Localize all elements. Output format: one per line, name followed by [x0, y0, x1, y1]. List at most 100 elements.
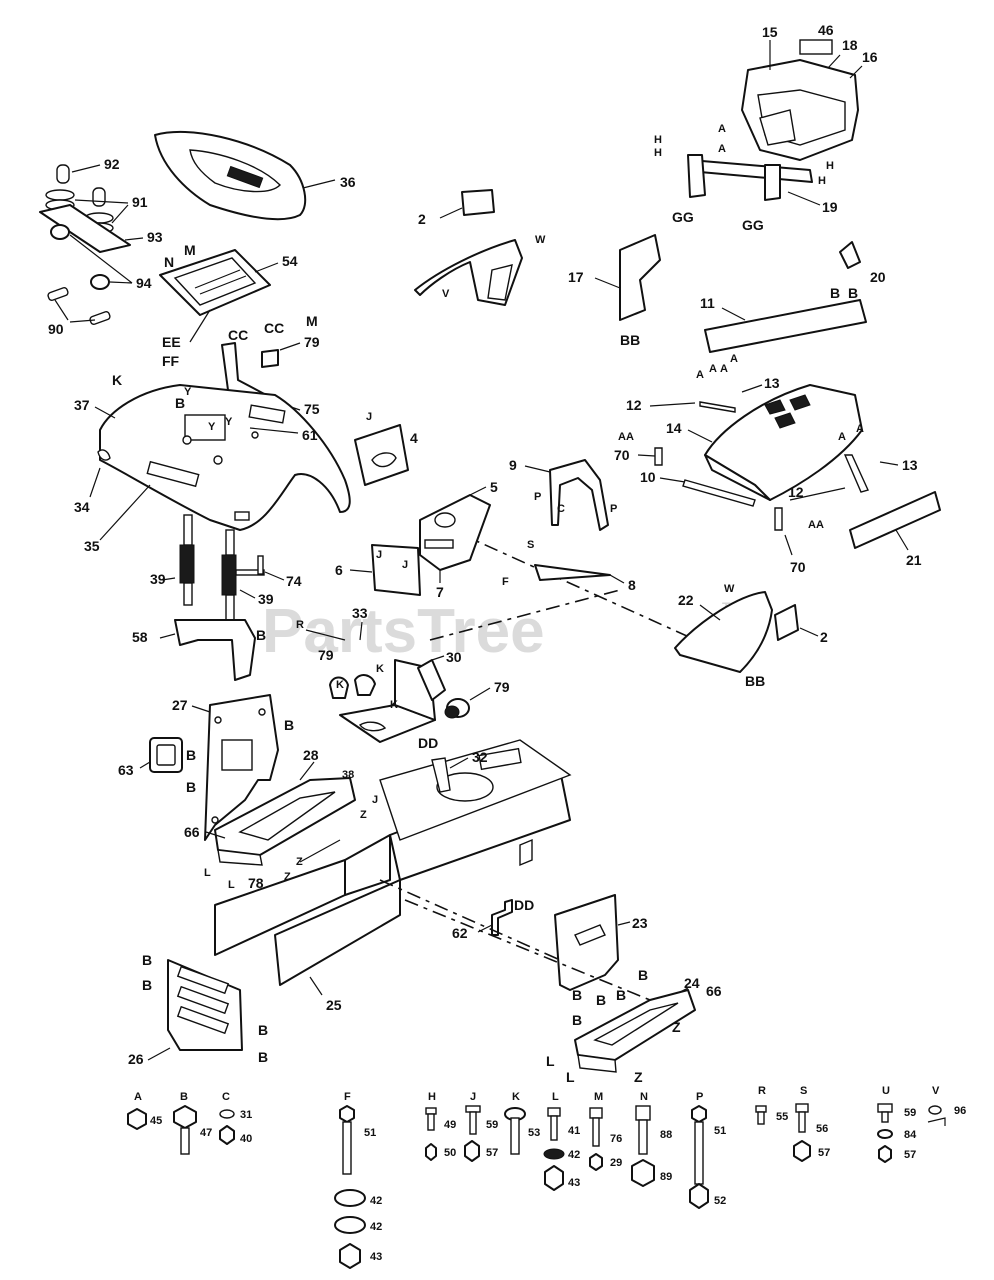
hw-nut-57-U[interactable]: [878, 1145, 892, 1163]
grommet-63[interactable]: [149, 737, 183, 773]
pin-70-bottom[interactable]: [774, 507, 783, 531]
rod-32[interactable]: [431, 757, 451, 793]
hw-nut-43-L[interactable]: [544, 1165, 564, 1191]
spring-39-left[interactable]: [179, 514, 195, 606]
side-panel-22[interactable]: [674, 591, 773, 673]
label-part-25: 25: [326, 997, 342, 1013]
hw-nut-29[interactable]: [589, 1153, 603, 1171]
label-letter-B10: B: [638, 967, 648, 983]
hw-clip-96[interactable]: [927, 1105, 946, 1126]
bushing-79-top[interactable]: [261, 349, 279, 368]
hw-nut-40[interactable]: [219, 1125, 235, 1145]
rod-78[interactable]: [299, 839, 341, 863]
frame-25[interactable]: [214, 739, 572, 986]
decal-11[interactable]: [704, 299, 867, 353]
hw-letter-J: J: [470, 1091, 476, 1103]
shield-17[interactable]: [619, 234, 661, 321]
hw-bolt-76[interactable]: [589, 1107, 603, 1147]
hw-bolt-53[interactable]: [504, 1107, 526, 1155]
seat-knob-94[interactable]: [50, 224, 110, 290]
hw-screw-55[interactable]: [755, 1105, 767, 1125]
decal-21[interactable]: [849, 491, 941, 549]
hw-part-76: 76: [610, 1133, 622, 1145]
hw-washer-42-L[interactable]: [543, 1148, 565, 1160]
label-letter-DD1: DD: [418, 735, 438, 751]
hinge-rod-10[interactable]: [682, 479, 756, 507]
leader-28: [299, 761, 315, 781]
cover-4[interactable]: [354, 424, 409, 486]
bracket-20[interactable]: [839, 241, 861, 269]
hw-bolt-47[interactable]: [173, 1105, 197, 1155]
hw-bolt-56[interactable]: [795, 1103, 809, 1133]
support-30[interactable]: [339, 659, 446, 743]
label-part-11: 11: [700, 295, 715, 311]
side-guard-26[interactable]: [167, 959, 243, 1051]
bracket-19[interactable]: [687, 154, 813, 201]
spring-39-right[interactable]: [221, 529, 237, 621]
panel-23[interactable]: [554, 894, 619, 991]
label-letter-GG1: GG: [672, 209, 694, 225]
leader-24: [679, 987, 689, 993]
hw-nut-57-J[interactable]: [464, 1140, 480, 1162]
hw-nut-57-S[interactable]: [793, 1140, 811, 1162]
grille-housing[interactable]: [741, 39, 859, 161]
seat-pin-90[interactable]: [47, 286, 111, 326]
bracket-9[interactable]: [549, 459, 609, 531]
seat-36[interactable]: [154, 130, 307, 221]
hw-nut-50[interactable]: [425, 1143, 437, 1161]
leader-34: [89, 467, 101, 498]
dash-panel-5[interactable]: [419, 494, 491, 571]
hw-washer-42b[interactable]: [334, 1216, 366, 1234]
hw-bolt-59-J[interactable]: [465, 1105, 481, 1135]
footrest-24[interactable]: [574, 989, 696, 1073]
hw-bolt-41[interactable]: [547, 1107, 561, 1141]
panel-27[interactable]: [204, 694, 279, 841]
hw-nut-52[interactable]: [689, 1183, 709, 1209]
label-letter-L4: L: [566, 1069, 575, 1085]
seat-bracket-93[interactable]: [39, 204, 131, 253]
leader-11: [721, 307, 746, 321]
hw-part-59-U: 59: [904, 1107, 916, 1119]
hinge-12-right[interactable]: [843, 454, 869, 493]
hw-part-43-F: 43: [370, 1251, 382, 1263]
leader-12a: [649, 402, 696, 407]
label-part-62: 62: [452, 925, 468, 941]
bushing-79-left[interactable]: [329, 674, 376, 699]
hood-14[interactable]: [704, 384, 863, 501]
hw-screw-49[interactable]: [425, 1107, 437, 1131]
label-part-61: 61: [302, 427, 318, 443]
hw-bolt-88[interactable]: [635, 1105, 651, 1155]
label-part-13a: 13: [764, 375, 780, 391]
label-letter-M1: M: [184, 242, 196, 258]
pin-70-top[interactable]: [654, 447, 663, 466]
hw-part-57-J: 57: [486, 1147, 498, 1159]
hood-brace[interactable]: [414, 239, 523, 306]
label-letter-AA2: AA: [808, 519, 824, 531]
leader-35: [99, 484, 151, 541]
label-letter-A7: A: [838, 431, 846, 443]
hw-washer-84[interactable]: [877, 1129, 893, 1139]
hw-nut-89[interactable]: [631, 1159, 655, 1187]
bracket-6[interactable]: [371, 544, 421, 596]
bracket-62[interactable]: [491, 899, 513, 936]
seat-pan-54[interactable]: [159, 249, 271, 316]
label-part-36: 36: [340, 174, 356, 190]
decal-2-right[interactable]: [774, 604, 799, 641]
hw-letter-F: F: [344, 1091, 351, 1103]
bracket-58[interactable]: [174, 619, 256, 681]
bushing-79-right[interactable]: [444, 698, 470, 719]
decal-2-top[interactable]: [461, 189, 495, 216]
hw-nut-43-F[interactable]: [339, 1243, 361, 1269]
fender-37[interactable]: [97, 384, 351, 531]
hinge-12-top[interactable]: [699, 401, 736, 413]
hw-washer-31[interactable]: [219, 1109, 235, 1119]
bracket-8[interactable]: [534, 564, 611, 581]
hw-bolt-59-U[interactable]: [877, 1103, 893, 1123]
label-part-20: 20: [870, 269, 886, 285]
hw-nut-45[interactable]: [127, 1108, 147, 1130]
rod-74[interactable]: [235, 555, 265, 576]
footrest-28[interactable]: [214, 777, 356, 866]
hw-bolt-51-F[interactable]: [339, 1105, 355, 1175]
hw-bolt-51-P[interactable]: [691, 1105, 707, 1185]
hw-washer-42a[interactable]: [334, 1189, 366, 1207]
